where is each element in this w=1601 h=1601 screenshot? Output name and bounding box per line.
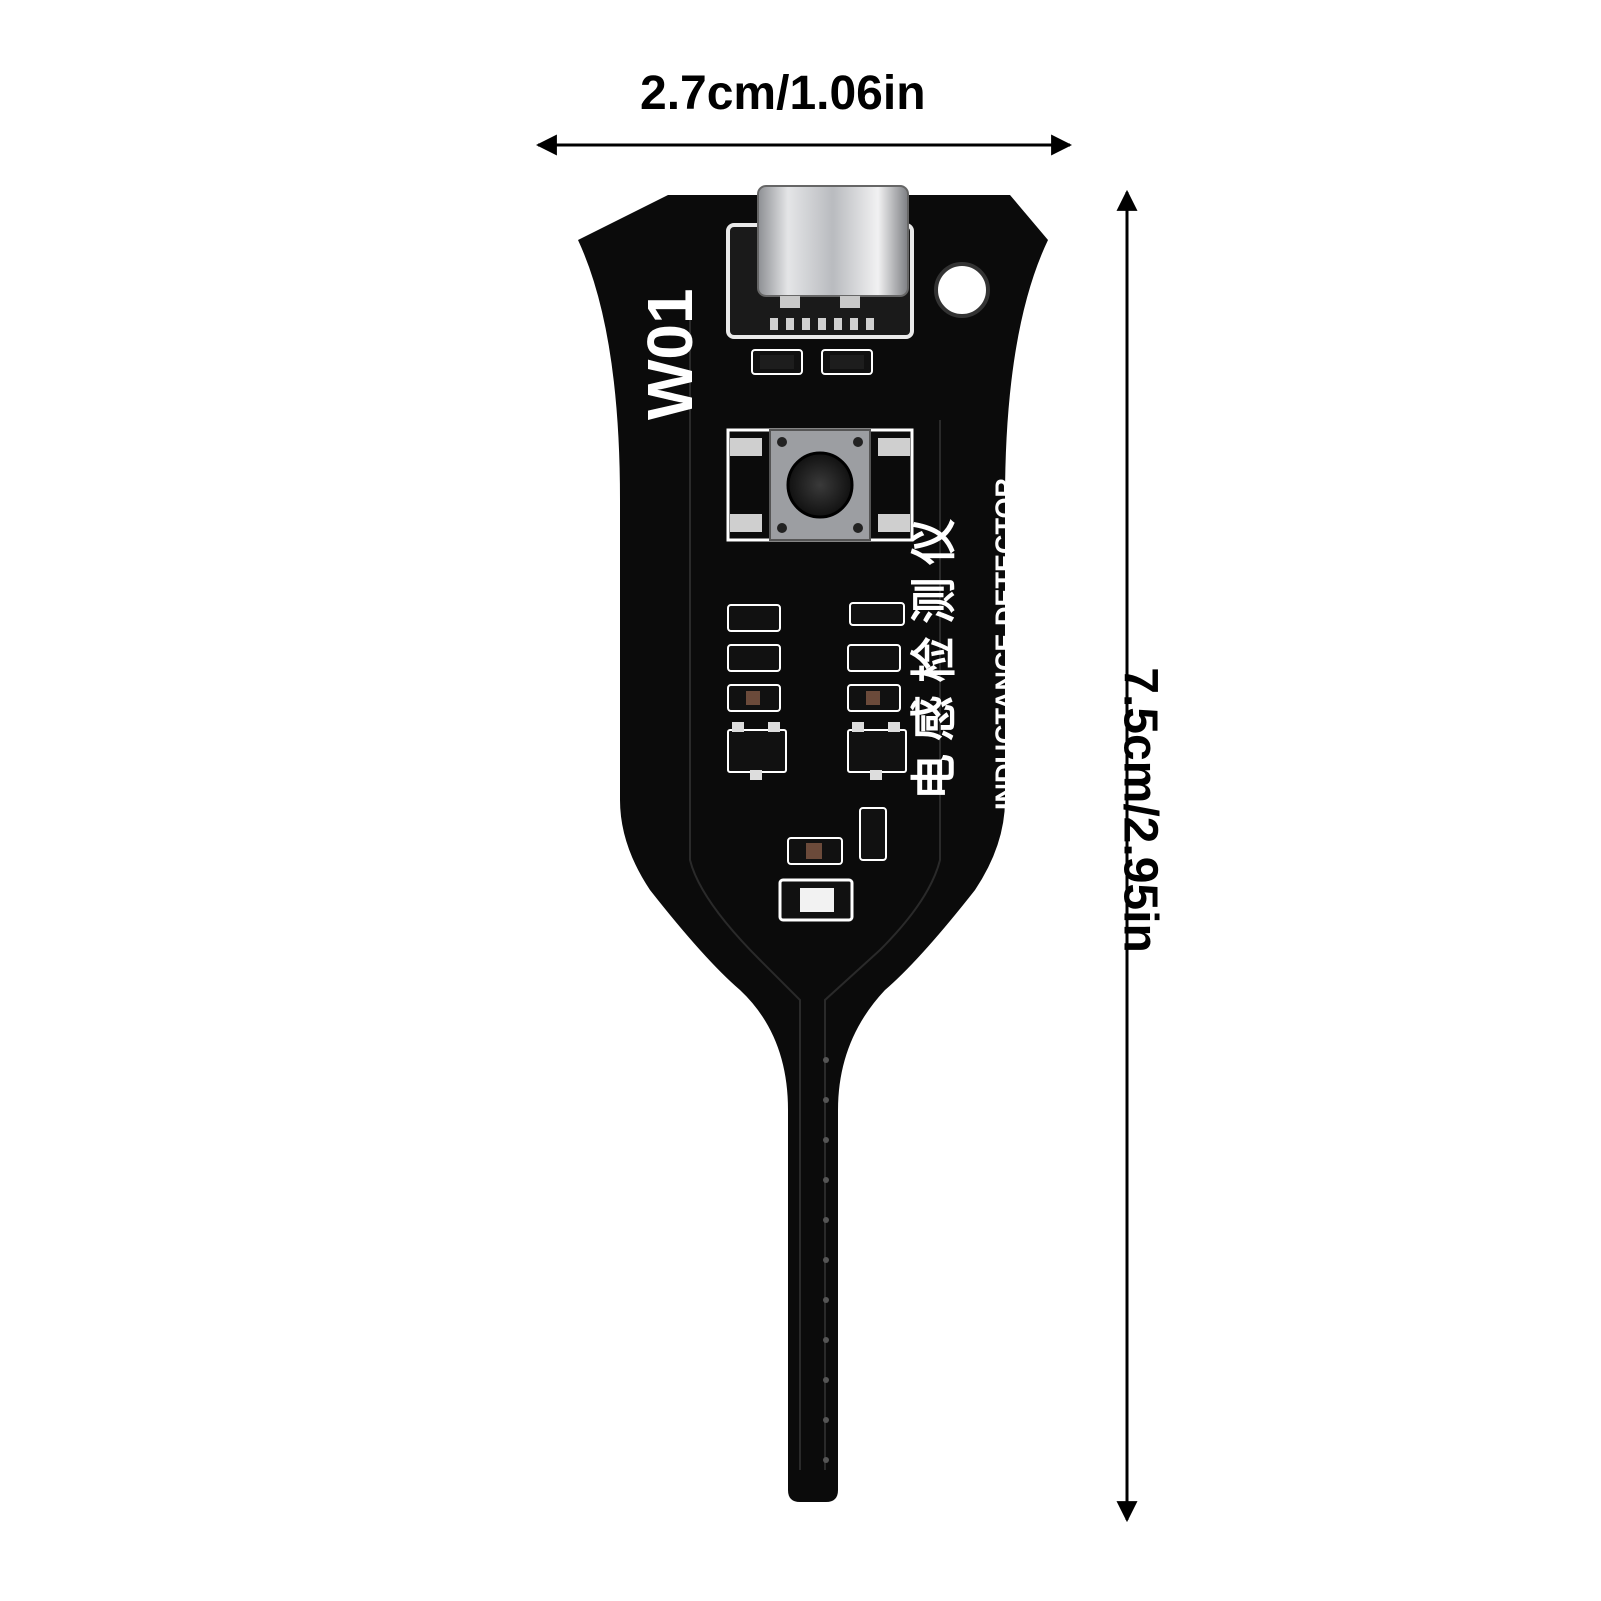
- lanyard-hole: [934, 262, 990, 318]
- led-indicator: [778, 837, 854, 922]
- width-dimension-label: 2.7cm/1.06in: [640, 67, 926, 120]
- smd-resistor-pair-top: [751, 349, 873, 375]
- usb-c-connector-icon: [726, 185, 914, 339]
- english-title: INDUCTANCE DETECTOR: [990, 478, 1020, 810]
- smd-component-column-right: [847, 602, 907, 861]
- probe-via-dots: [823, 1057, 829, 1463]
- model-marking: W01: [634, 288, 706, 420]
- smd-component-column-left: [727, 604, 787, 780]
- chinese-title: 电 感 检 测 仪: [908, 519, 960, 800]
- pcb-trace-outline-right: [824, 420, 941, 1470]
- tactile-push-button-icon[interactable]: [726, 428, 914, 542]
- pcb-trace-outline: [689, 290, 801, 1470]
